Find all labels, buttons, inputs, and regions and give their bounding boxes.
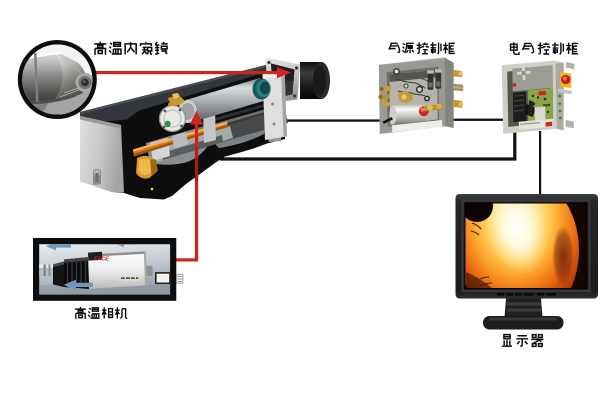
svg-text:FACE: FACE bbox=[94, 257, 109, 263]
